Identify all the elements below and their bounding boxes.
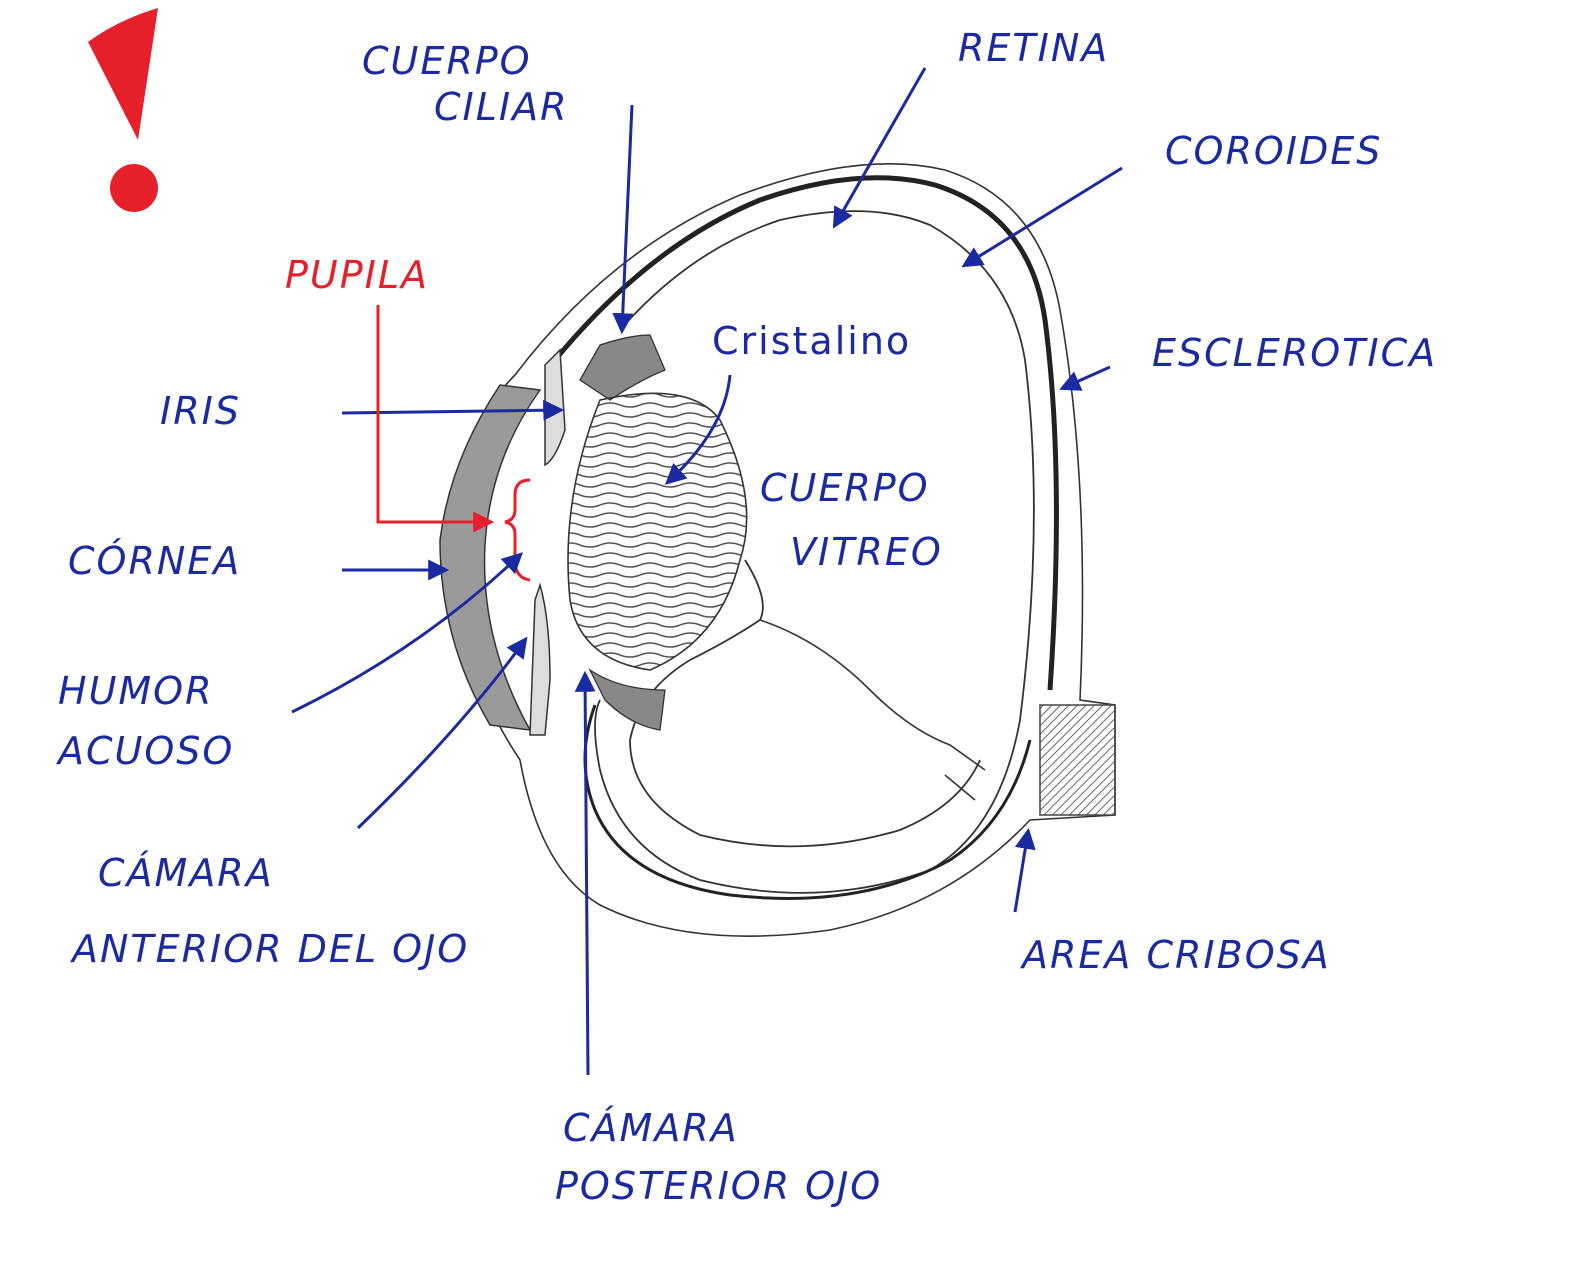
label-coroides: COROIDES xyxy=(1165,129,1383,173)
label-camara-anterior-line2: ANTERIOR DEL OJO xyxy=(72,927,470,971)
label-humor-acuoso-line1: HUMOR xyxy=(58,669,214,713)
label-camara-posterior: CÁMARA POSTERIOR OJO xyxy=(555,1105,882,1209)
pointer-humor-acuoso xyxy=(291,552,524,714)
pointer-iris xyxy=(341,399,565,421)
pointer-esclerotica xyxy=(1059,365,1111,391)
label-camara-posterior-line1: CÁMARA xyxy=(563,1106,739,1150)
label-camara-posterior-line2: POSTERIOR OJO xyxy=(555,1164,883,1208)
label-camara-anterior-line1: CÁMARA xyxy=(98,851,274,895)
vitreous-boundary xyxy=(629,559,981,848)
pointer-pupila xyxy=(376,305,495,533)
optic-nerve-channel xyxy=(759,619,986,801)
label-cuerpo-vitreo-line1: CUERPO xyxy=(760,466,930,510)
label-pupila: PUPILA xyxy=(285,253,430,297)
cornea-shape xyxy=(439,384,542,731)
ciliary-body-upper xyxy=(579,334,666,401)
label-iris: IRIS xyxy=(160,389,241,433)
label-humor-acuoso: HUMOR ACUOSO xyxy=(58,668,234,774)
pointer-retina xyxy=(832,67,927,229)
iris-upper xyxy=(544,348,566,467)
area-cribosa-block xyxy=(1039,704,1116,816)
exclamation-mark-icon xyxy=(88,8,158,212)
label-cornea: CÓRNEA xyxy=(68,539,242,583)
retina-outer-line xyxy=(583,704,1032,900)
label-esclerotica: ESCLEROTICA xyxy=(1152,331,1438,375)
iris-lower xyxy=(529,582,551,736)
label-camara-anterior: CÁMARA ANTERIOR DEL OJO xyxy=(72,850,469,972)
ciliary-body-lower xyxy=(588,668,666,731)
label-retina: RETINA xyxy=(958,26,1110,70)
pointer-camara-posterior xyxy=(574,670,596,1076)
pointer-area-cribosa xyxy=(1013,827,1036,913)
label-cuerpo-vitreo-line2: VITREO xyxy=(790,530,943,574)
pointer-cristalino xyxy=(664,374,732,485)
pointer-cuerpo-ciliar xyxy=(612,104,634,335)
label-cuerpo-vitreo: CUERPO VITREO xyxy=(760,465,943,575)
label-cuerpo-ciliar-line2: CILIAR xyxy=(434,85,569,129)
label-humor-acuoso-line2: ACUOSO xyxy=(58,729,235,773)
label-cuerpo-ciliar: CUERPO CILIAR xyxy=(362,38,569,130)
retina-inner-line xyxy=(594,210,1035,894)
label-cuerpo-ciliar-line1: CUERPO xyxy=(362,39,532,83)
lens-shape xyxy=(567,392,748,671)
label-cristalino: Cristalino xyxy=(712,319,912,363)
label-area-cribosa: AREA CRIBOSA xyxy=(1022,933,1331,977)
pointer-coroides xyxy=(961,166,1123,268)
choroid-band xyxy=(553,175,1059,691)
pointer-camara-anterior xyxy=(356,636,528,830)
